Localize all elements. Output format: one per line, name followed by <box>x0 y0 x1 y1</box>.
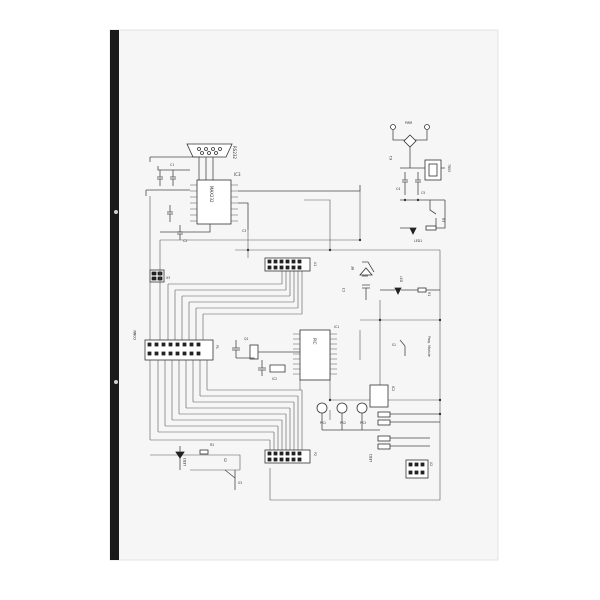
label-7805: 7805 <box>447 164 451 172</box>
transistor-pk2 <box>336 402 348 414</box>
max232-capacitors <box>145 166 361 240</box>
label-k1: K1 <box>389 156 393 160</box>
label-c2: C2 <box>183 239 187 243</box>
label-r1: R1 <box>427 292 431 296</box>
label-pk2: PK2 <box>340 421 346 425</box>
label-pwr: PWR <box>405 121 413 125</box>
label-led: LED <box>399 276 403 283</box>
label-c3: C3 <box>242 229 246 233</box>
pic-microcontroller: PIC IC1 IC2 <box>269 325 339 381</box>
header-connector-top: X1 <box>264 257 317 272</box>
label-c3b: C3 <box>342 288 346 292</box>
label-r2: R2 <box>210 443 214 447</box>
driver-chip <box>369 384 389 408</box>
label-rf: RF <box>351 266 355 270</box>
wire-junctions <box>246 198 442 416</box>
paper <box>109 29 499 561</box>
transistor-pk3 <box>356 402 368 414</box>
power-led-icon <box>409 227 417 235</box>
label-pic: PIC <box>312 338 317 345</box>
label-pk3: PK3 <box>360 421 366 425</box>
label-max232: MAX232 <box>209 186 214 203</box>
header-connector-left: CONN P1 <box>133 330 219 370</box>
binding-strip <box>110 30 119 560</box>
label-s3: S3 <box>238 481 242 485</box>
label-s1: S1 <box>392 343 396 347</box>
label-ic2b: IC2 <box>391 386 395 391</box>
label-x2: X2 <box>429 462 433 466</box>
transistor-pk1 <box>316 402 328 414</box>
oscillator-section: Q1 <box>232 337 300 376</box>
power-jack-2 <box>424 124 430 130</box>
punch-hole-top <box>114 210 118 214</box>
power-jack-1 <box>390 124 396 130</box>
resistor-r1 <box>417 287 427 293</box>
label-c1: C1 <box>170 163 174 167</box>
power-supply-section: PWR K1 7805 C4 C5 LED1 R3 <box>389 121 451 243</box>
label-led1: LED1 <box>414 239 422 243</box>
resistor-a <box>377 411 391 418</box>
rf-module: RF C3 LED R1 <box>342 261 440 300</box>
resistor-c <box>377 435 391 442</box>
label-r3: R3 <box>441 218 445 222</box>
label-led3: LED3 <box>183 458 187 466</box>
punch-hole-bottom <box>114 380 118 384</box>
label-s2: S2 <box>223 458 227 462</box>
label-led2: LED2 <box>369 454 373 462</box>
paper-sheet <box>109 29 499 561</box>
resistor-d <box>377 443 391 450</box>
status-led-section: LED3 R2 S2 S3 <box>175 443 242 490</box>
db9-connector <box>186 143 233 158</box>
resistor-r2 <box>199 449 209 455</box>
label-ic3: IC3 <box>234 172 241 177</box>
label-conn: CONN <box>133 330 137 340</box>
programmer-section: Prog. Module S1 IC2 PK1 PK2 PK3 LED2 X2 <box>316 336 440 479</box>
rs232-section: RS232 MAX232 IC3 C1 C2 C3 X3 <box>145 143 361 283</box>
header-connector-bottom: P2 <box>264 449 317 464</box>
label-c5: C5 <box>421 191 425 195</box>
label-rs232: RS232 <box>232 146 237 159</box>
label-x1: X1 <box>313 262 317 266</box>
label-c4: C4 <box>396 187 400 191</box>
crystal-q1 <box>249 344 259 360</box>
label-prog: Prog. Module <box>427 336 431 357</box>
resistor-b <box>377 419 391 426</box>
label-ic2: IC2 <box>272 377 277 381</box>
label-p1: P1 <box>215 345 219 349</box>
label-x3: X3 <box>166 276 170 280</box>
led-icon <box>394 287 402 295</box>
resistor-r3 <box>425 225 437 231</box>
pic-chip <box>299 329 331 381</box>
label-ic1: IC1 <box>334 325 339 329</box>
max232-pins <box>190 184 238 222</box>
label-pk1: PK1 <box>320 421 326 425</box>
max232-chip <box>196 179 232 225</box>
db9-pins <box>197 147 222 155</box>
label-p2: P2 <box>313 452 317 456</box>
label-q1: Q1 <box>244 337 249 341</box>
